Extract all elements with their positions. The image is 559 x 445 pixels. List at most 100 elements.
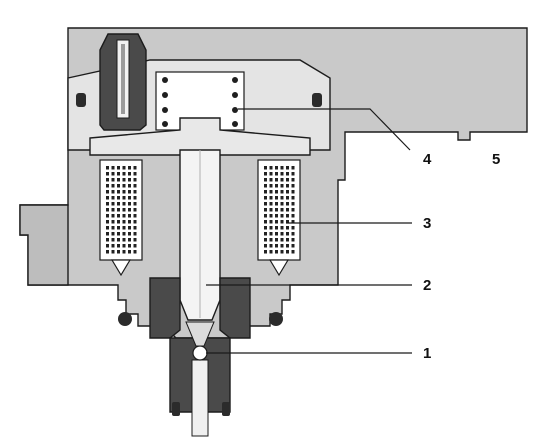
coil-winding-dot [280, 250, 284, 254]
coil-winding-dot [275, 178, 278, 182]
coil-winding-dot [128, 220, 131, 224]
coil-winding-dot [133, 214, 137, 218]
coil-winding-dot [269, 184, 273, 188]
coil-winding-dot [291, 232, 295, 236]
coil-winding-dot [269, 214, 273, 218]
valve-body-right [219, 277, 251, 339]
coil-winding-dot [275, 196, 278, 200]
coil-winding-dot [122, 250, 126, 254]
coil-winding-dot [280, 214, 284, 218]
coil-winding-dot [275, 184, 278, 188]
coil-winding-dot [122, 166, 126, 170]
coil-winding-dot [275, 214, 278, 218]
coil-winding-dot [269, 166, 273, 170]
coil-winding-dot [275, 220, 278, 224]
nozzle-seal-left [172, 402, 180, 416]
coil-winding-dot [122, 226, 126, 230]
coil-winding-dot [128, 250, 131, 254]
coil-winding-dot [291, 172, 295, 176]
coil-winding-dot [122, 178, 126, 182]
armature-plate [89, 117, 311, 156]
coil-winding-dot [280, 226, 284, 230]
coil-winding-dot [264, 202, 267, 206]
coil-winding-dot [128, 172, 131, 176]
coil-winding-dot [133, 244, 137, 248]
coil-winding-dot [291, 220, 295, 224]
coil-winding-dot [128, 190, 131, 194]
coil-winding-dot [269, 178, 273, 182]
coil-winding-dot [280, 202, 284, 206]
coil-winding-dot [286, 178, 289, 182]
coil-winding-dot [117, 178, 120, 182]
coil-winding-dot [117, 208, 120, 212]
coil-winding-dot [106, 238, 109, 242]
coil-winding-dot [280, 220, 284, 224]
coil-winding-dot [291, 178, 295, 182]
coil-winding-dot [128, 232, 131, 236]
coil-winding-dot [111, 184, 115, 188]
coil-winding-dot [106, 184, 109, 188]
coil-winding-dot [106, 202, 109, 206]
seat-cone [185, 321, 215, 347]
coil-winding-dot [264, 226, 267, 230]
coil-winding-dot [269, 232, 273, 236]
coil-winding-dot [286, 226, 289, 230]
coil-winding-dot [117, 238, 120, 242]
ball-valve [192, 345, 208, 361]
coil-winding-dot [280, 166, 284, 170]
coil-winding-dot [133, 166, 137, 170]
coil-winding-dot [128, 202, 131, 206]
coil-winding-dot [280, 172, 284, 176]
coil-winding-dot [264, 196, 267, 200]
coil-winding-dot [111, 190, 115, 194]
coil-winding-left [106, 166, 137, 254]
coil-winding-dot [133, 220, 137, 224]
coil-winding-dot [286, 250, 289, 254]
coil-winding-dot [111, 238, 115, 242]
nozzle-bore [191, 359, 209, 437]
coil-winding-dot [286, 202, 289, 206]
coil-winding-dot [264, 244, 267, 248]
coil-winding-dot [264, 238, 267, 242]
coil-winding-dot [291, 166, 295, 170]
coil-winding-dot [275, 250, 278, 254]
coil-winding-dot [291, 238, 295, 242]
coil-winding-dot [291, 226, 295, 230]
coil-winding-dot [275, 238, 278, 242]
coil-winding-dot [111, 196, 115, 200]
coil-winding-dot [286, 196, 289, 200]
coil-winding-dot [286, 190, 289, 194]
coil-winding-dot [122, 220, 126, 224]
coil-winding-dot [128, 208, 131, 212]
coil-winding-dot [117, 166, 120, 170]
coil-winding-dot [117, 214, 120, 218]
coil-winding-dot [111, 214, 115, 218]
coil-winding-dot [122, 208, 126, 212]
coil-winding-dot [106, 214, 109, 218]
coil-winding-dot [280, 196, 284, 200]
coil-winding-dot [269, 202, 273, 206]
coil-winding-dot [280, 244, 284, 248]
coil-winding-dot [122, 244, 126, 248]
coil-winding-dot [111, 172, 115, 176]
coil-winding-dot [128, 166, 131, 170]
connector-pin-core [121, 44, 125, 114]
coil-winding-dot [264, 220, 267, 224]
coil-winding-dot [275, 208, 278, 212]
coil-winding-dot [133, 232, 137, 236]
coil-winding-dot [291, 244, 295, 248]
coil-winding-dot [122, 184, 126, 188]
spring-coils [162, 77, 238, 127]
coil-winding-dot [106, 166, 109, 170]
coil-winding-dot [264, 208, 267, 212]
coil-winding-dot [264, 232, 267, 236]
coil-winding-dot [111, 166, 115, 170]
seal-lower-left [118, 312, 132, 326]
coil-winding-dot [133, 208, 137, 212]
coil-winding-dot [128, 214, 131, 218]
coil-winding-dot [117, 250, 120, 254]
coil-winding-dot [133, 172, 137, 176]
coil-winding-dot [291, 208, 295, 212]
coil-winding-dot [286, 172, 289, 176]
